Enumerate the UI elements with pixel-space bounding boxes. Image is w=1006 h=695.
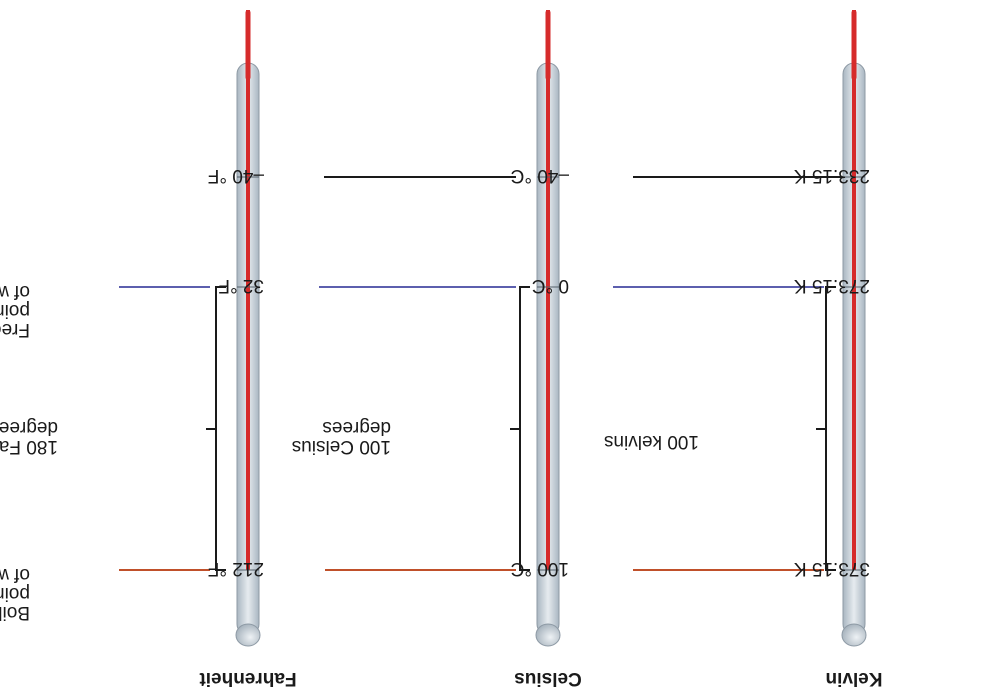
celsius-title: Celsius: [514, 668, 582, 689]
celsius-interval-label: 100 Celsius degrees: [286, 417, 391, 457]
boiling-side-label-line2: point: [0, 583, 30, 604]
kelvin-interval-label: 100 kelvins: [604, 431, 699, 452]
freezing-side-label-line1: Freezing: [0, 319, 30, 340]
boiling-side-label: Boiling point of water: [0, 564, 30, 623]
celsius-interval-line2: degrees: [322, 417, 391, 438]
fahrenheit-boiling-mark: 212 °F: [208, 558, 264, 579]
kelvin-bracket: [825, 286, 836, 571]
celsius-boiling-mark: 100 °C: [511, 558, 569, 579]
kelvin-boiling-mark: 373.15 K: [794, 558, 870, 579]
fahrenheit-interval-label: 180 Fahrenheit degrees: [0, 417, 58, 457]
interval-brackets: [206, 286, 836, 571]
fahrenheit-interval-line1: 180 Fahrenheit: [0, 436, 58, 457]
celsius-freezing-mark: 0 °C: [532, 275, 569, 296]
fahrenheit-minus40-mark: –40 °F: [208, 165, 264, 186]
fahrenheit-interval-line2: degrees: [0, 417, 58, 438]
celsius-mercury-top: [545, 10, 551, 80]
freezing-side-label-line2: point: [0, 300, 30, 321]
celsius-interval-line1: 100 Celsius: [292, 436, 391, 457]
kelvin-mercury-column: [852, 10, 856, 570]
fahrenheit-mercury-top: [245, 10, 251, 80]
celsius-mercury-column: [546, 10, 550, 570]
kelvin-freezing-mark: 273.15 K: [794, 275, 870, 296]
kelvin-bulb: [841, 623, 867, 647]
fahrenheit-mercury-column: [246, 10, 250, 570]
kelvin-minus40-mark: 233.15 K: [794, 165, 870, 186]
fahrenheit-title: Fahrenheit: [199, 668, 297, 689]
freezing-side-label: Freezing point of water: [0, 281, 30, 340]
kelvin-mercury-top: [851, 10, 857, 80]
fahrenheit-bulb: [235, 623, 261, 647]
reference-lines: [119, 176, 846, 571]
celsius-minus40-mark: –40 °C: [511, 165, 569, 186]
boiling-side-label-line3: of water: [0, 564, 30, 585]
celsius-bulb: [535, 623, 561, 647]
labels: Boiling point of water Freezing point of…: [0, 165, 883, 689]
boiling-side-label-line1: Boiling: [0, 602, 30, 623]
celsius-bracket: [519, 286, 530, 571]
fahrenheit-bracket: [215, 286, 226, 571]
thermometers: [235, 10, 867, 647]
kelvin-title: Kelvin: [825, 668, 882, 689]
freezing-side-label-line3: of water: [0, 281, 30, 302]
fahrenheit-freezing-mark: 32 °F: [218, 275, 264, 296]
